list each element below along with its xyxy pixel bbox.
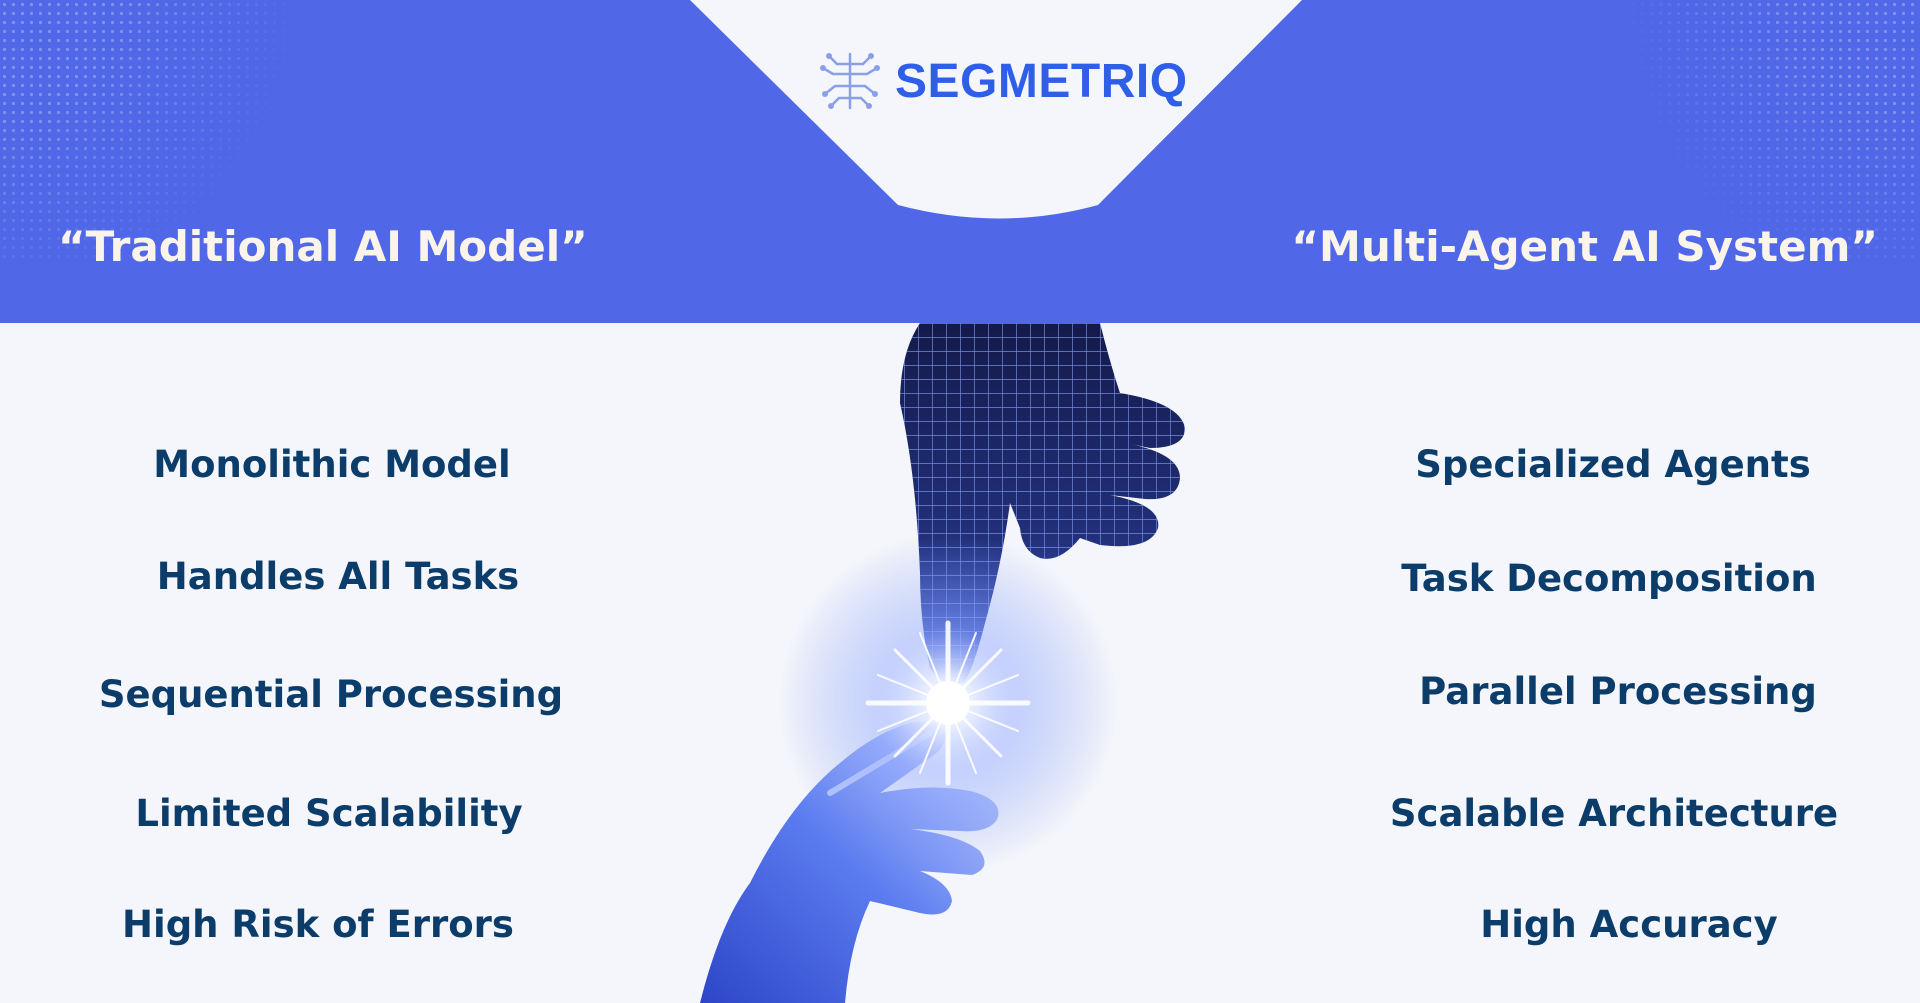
multi-agent-item: Specialized Agents: [1415, 443, 1811, 486]
brand-logo: SEGMETRIQ: [815, 50, 1188, 112]
multi-agent-item: High Accuracy: [1480, 903, 1778, 946]
traditional-item: Monolithic Model: [153, 443, 511, 486]
hands-illustration: [700, 323, 1185, 1003]
light-spark-icon: [778, 533, 1118, 873]
traditional-item: Sequential Processing: [98, 673, 564, 716]
multi-agent-item: Task Decomposition: [1401, 557, 1817, 600]
multi-agent-heading: “Multi-Agent AI System”: [1291, 222, 1878, 271]
logo-notch: [690, 0, 1302, 219]
multi-agent-item: Parallel Processing: [1419, 670, 1817, 713]
traditional-item: High Risk of Errors: [122, 903, 514, 946]
traditional-item: Limited Scalability: [135, 792, 523, 835]
traditional-item: Handles All Tasks: [156, 555, 520, 598]
multi-agent-item: Scalable Architecture: [1389, 792, 1839, 835]
dot-pattern-left: [0, 0, 300, 260]
dot-pattern-right: [1620, 0, 1920, 260]
brand-name: SEGMETRIQ: [895, 54, 1188, 108]
traditional-heading: “Traditional AI Model”: [58, 222, 588, 271]
circuit-chip-icon: [820, 52, 880, 110]
